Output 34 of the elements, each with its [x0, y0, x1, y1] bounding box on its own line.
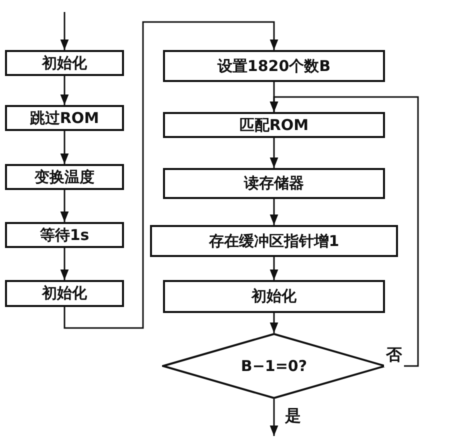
arrow: [60, 76, 69, 105]
process-box: [5, 50, 124, 76]
node-text: 读存储器: [244, 173, 304, 194]
arrow: [60, 248, 69, 280]
process-box: [163, 168, 385, 199]
node-text: 等待1s: [40, 224, 90, 246]
node-text: 存在缓冲区指针增1: [208, 230, 340, 252]
arrow: [270, 96, 419, 367]
arrow: [60, 131, 69, 164]
process-box: [5, 222, 124, 248]
arrow: [270, 313, 278, 333]
arrow: [60, 190, 69, 222]
process-box: [5, 280, 124, 307]
decision-diamond: [162, 333, 386, 399]
node-text: 设置1820个数B: [217, 56, 331, 77]
arrow: [64, 21, 278, 329]
process-box: [5, 164, 124, 190]
arrow: [270, 138, 278, 168]
node-text: 初始化: [252, 286, 296, 308]
arrow: [60, 12, 69, 50]
process-box: [150, 225, 398, 257]
node-text: 初始化: [42, 283, 87, 304]
process-box: [163, 280, 385, 313]
node-text: 匹配ROM: [239, 114, 309, 136]
process-box: [163, 50, 385, 82]
process-box: [163, 112, 385, 138]
node-text: B−1=0?: [240, 356, 308, 377]
process-box: [5, 105, 124, 131]
arrow: [270, 257, 278, 280]
node-text: 变换温度: [34, 166, 94, 188]
node-text: 初始化: [42, 52, 87, 74]
arrow: [270, 199, 278, 225]
node-text: 跳过ROM: [30, 108, 100, 129]
arrow: [270, 399, 278, 436]
